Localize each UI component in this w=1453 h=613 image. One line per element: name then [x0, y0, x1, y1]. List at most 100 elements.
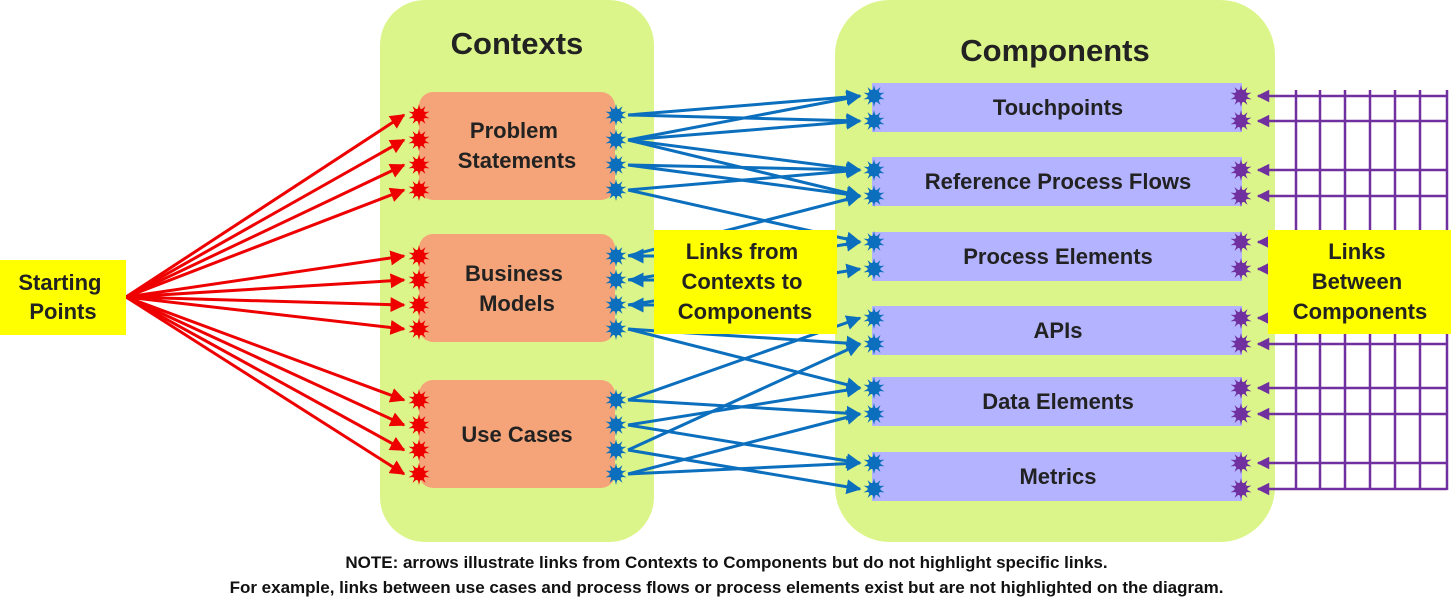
context-output-port — [609, 443, 623, 457]
component-box-metrics[interactable] — [872, 452, 1242, 501]
context-link-arrow — [627, 342, 862, 452]
component-link-port — [1234, 189, 1248, 203]
component-box-reference-process-flows[interactable] — [872, 157, 1242, 206]
component-link-port — [1234, 482, 1248, 496]
component-link-port — [1234, 235, 1248, 249]
note-line-1: NOTE: arrows illustrate links from Conte… — [345, 553, 1108, 572]
context-input-port — [412, 393, 426, 407]
links-between-components-label: Links Between Components — [1293, 239, 1427, 324]
context-output-port — [609, 158, 623, 172]
links-between-components-callout — [1268, 230, 1451, 334]
component-input-port — [867, 456, 881, 470]
context-output-port — [609, 393, 623, 407]
component-box-apis[interactable] — [872, 306, 1242, 355]
context-label-business-models: Business Models — [465, 261, 569, 316]
starting-point-arrow — [125, 295, 406, 403]
starting-point-arrow — [125, 295, 406, 452]
starting-points-label: Starting Points — [18, 270, 107, 324]
context-input-port — [412, 183, 426, 197]
component-link-port — [1234, 456, 1248, 470]
starting-point-arrow — [125, 295, 406, 313]
note-line-2: For example, links between use cases and… — [229, 578, 1224, 597]
context-input-port — [412, 108, 426, 122]
component-input-port — [867, 311, 881, 325]
component-link-port — [1234, 163, 1248, 177]
starting-points-callout — [0, 260, 126, 335]
context-box-business-models[interactable] — [419, 234, 615, 342]
starting-point-arrow — [125, 250, 406, 299]
context-input-port — [412, 249, 426, 263]
component-label-process-elements: Process Elements — [963, 244, 1153, 269]
component-input-port — [867, 337, 881, 351]
component-link-port — [1234, 262, 1248, 276]
component-link-port — [1234, 114, 1248, 128]
context-input-port — [412, 322, 426, 336]
context-input-port — [412, 443, 426, 457]
context-input-port — [412, 467, 426, 481]
component-label-data-elements: Data Elements — [982, 389, 1134, 414]
component-link-port — [1234, 337, 1248, 351]
context-link-arrow — [627, 162, 862, 178]
context-label-use-cases: Use Cases — [461, 422, 572, 447]
components-title: Components — [960, 33, 1149, 68]
context-link-arrow — [627, 382, 862, 427]
context-link-arrow — [627, 138, 862, 176]
context-output-port — [609, 467, 623, 481]
context-output-port — [609, 418, 623, 432]
context-output-port — [609, 183, 623, 197]
context-link-arrow — [627, 456, 862, 476]
component-input-port — [867, 89, 881, 103]
context-input-port — [412, 273, 426, 287]
context-box-use-cases[interactable] — [419, 380, 615, 488]
component-link-port — [1234, 311, 1248, 325]
component-input-port — [867, 163, 881, 177]
component-box-process-elements[interactable] — [872, 232, 1242, 281]
component-input-port — [867, 381, 881, 395]
component-link-port — [1234, 89, 1248, 103]
contexts-title: Contexts — [451, 26, 584, 61]
context-output-port — [609, 298, 623, 312]
context-input-port — [412, 133, 426, 147]
links-contexts-components-label: Links from Contexts to Components — [678, 239, 812, 324]
context-link-arrow — [627, 410, 862, 476]
context-input-port — [412, 298, 426, 312]
component-input-port — [867, 262, 881, 276]
component-box-touchpoints[interactable] — [872, 83, 1242, 132]
context-link-arrow — [627, 163, 862, 192]
context-link-arrow — [627, 91, 862, 142]
component-input-port — [867, 114, 881, 128]
starting-point-arrow — [125, 187, 406, 299]
starting-point-arrow — [125, 113, 406, 299]
starting-point-arrow — [125, 295, 406, 427]
starting-point-arrow — [125, 163, 406, 299]
context-output-port — [609, 322, 623, 336]
context-output-port — [609, 249, 623, 263]
component-label-apis: APIs — [1034, 318, 1083, 343]
component-label-touchpoints: Touchpoints — [993, 95, 1123, 120]
links-contexts-components-callout — [654, 230, 837, 334]
starting-point-arrow — [125, 295, 406, 476]
component-input-port — [867, 407, 881, 421]
component-input-port — [867, 482, 881, 496]
component-link-port — [1234, 381, 1248, 395]
connection-ports — [408, 85, 1252, 500]
context-input-port — [412, 158, 426, 172]
component-input-port — [867, 235, 881, 249]
context-input-port — [412, 418, 426, 432]
component-input-port — [867, 189, 881, 203]
starting-point-arrow — [125, 295, 406, 335]
context-box-problem-statements[interactable] — [419, 92, 615, 200]
context-label-problem-statements: Problem Statements — [458, 118, 577, 173]
context-output-port — [609, 133, 623, 147]
context-link-arrow — [627, 114, 862, 142]
component-label-metrics: Metrics — [1019, 464, 1096, 489]
component-link-port — [1234, 407, 1248, 421]
component-label-reference-process-flows: Reference Process Flows — [925, 169, 1192, 194]
context-link-arrow — [627, 89, 862, 117]
starting-point-arrow — [125, 138, 406, 299]
starting-point-arrow — [125, 273, 406, 299]
starting-point-arrows — [125, 113, 406, 476]
component-box-data-elements[interactable] — [872, 377, 1242, 426]
context-output-port — [609, 108, 623, 122]
